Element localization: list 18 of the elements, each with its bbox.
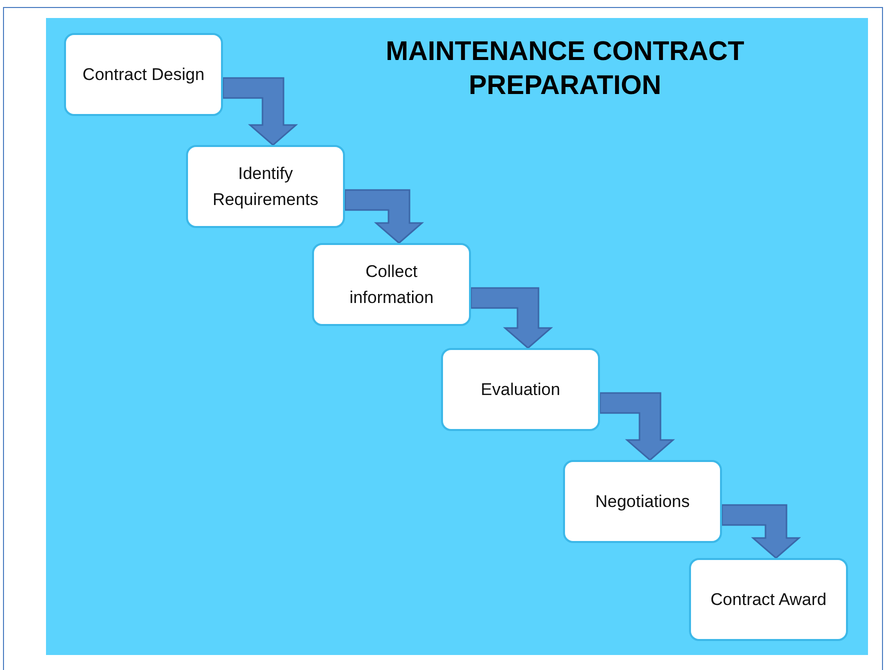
step-label: Contract Design	[82, 64, 204, 86]
process-box	[312, 243, 471, 326]
process-box	[441, 348, 600, 431]
step-label: Contract Award	[710, 588, 826, 610]
process-box	[64, 33, 223, 116]
bent-arrow	[470, 287, 553, 349]
bent-arrow	[222, 77, 298, 146]
step-label: Evaluation	[480, 378, 560, 400]
title: MAINTENANCE CONTRACT PREPARATION	[384, 35, 746, 102]
step-label: Negotiations	[595, 490, 690, 512]
process-box	[689, 558, 848, 641]
process-box	[563, 460, 722, 543]
step-label: Collect information	[348, 260, 435, 308]
bent-arrow	[599, 392, 675, 461]
process-box	[186, 145, 345, 228]
step-label: Identify Requirements	[212, 162, 320, 210]
bent-arrow	[344, 189, 424, 244]
bent-arrow	[721, 504, 801, 559]
